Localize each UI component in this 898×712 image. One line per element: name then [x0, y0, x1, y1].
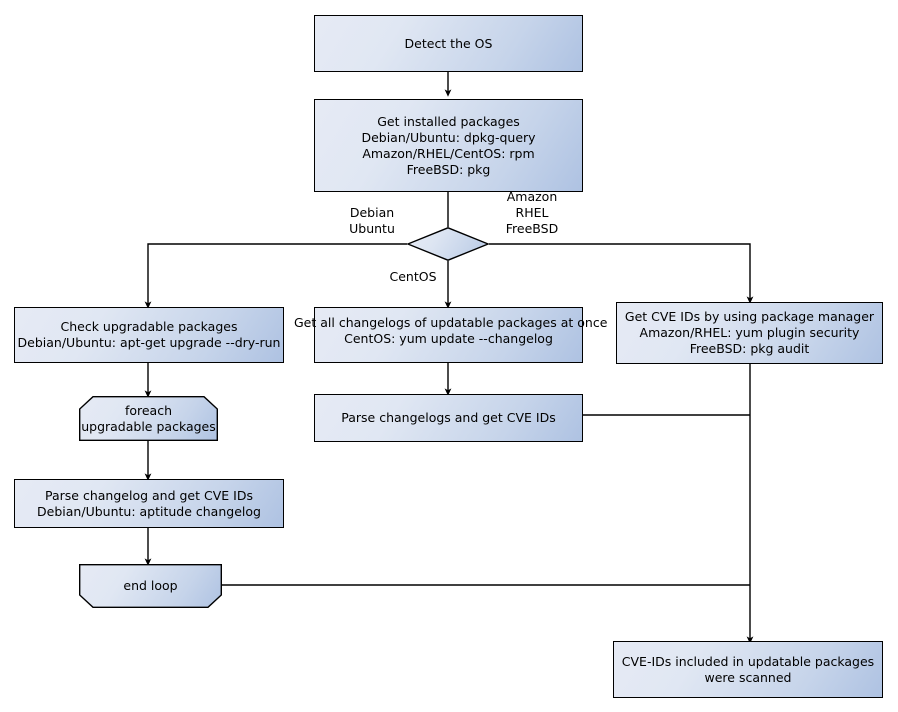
node-get-installed-packages[interactable]: Get installed packages Debian/Ubuntu: dp… — [314, 99, 583, 192]
node-get-all-changelogs-text: Get all changelogs of updatable packages… — [294, 315, 608, 347]
edge-decision-left — [144, 243, 407, 309]
node-cve-ids-scanned-line2: were scanned — [704, 669, 792, 685]
node-detect-os-label: Detect the OS — [404, 35, 493, 51]
edge-decision-right — [489, 243, 754, 304]
label-ubuntu: Ubuntu — [349, 221, 395, 236]
node-parse-changelog-get-cve-ids[interactable]: Parse changelog and get CVE IDs Debian/U… — [14, 479, 284, 528]
node-get-all-changelogs-line2: CentOS: yum update --changelog — [344, 331, 553, 346]
label-centos-text: CentOS — [389, 269, 437, 284]
node-cve-ids-scanned-line1: CVE-IDs included in updatable packages — [621, 653, 875, 669]
node-get-cve-ids-package-manager[interactable]: Get CVE IDs by using package manager Ama… — [616, 302, 883, 364]
label-amazon: Amazon — [506, 189, 558, 204]
node-parse-changelogs-label: Parse changelogs and get CVE IDs — [341, 410, 556, 425]
node-get-installed-packages-line1: Get installed packages — [377, 113, 520, 129]
label-freebsd: FreeBSD — [505, 221, 559, 236]
node-parse-changelog-line1: Parse changelog and get CVE IDs — [45, 487, 253, 503]
node-cve-ids-scanned[interactable]: CVE-IDs included in updatable packages w… — [613, 641, 883, 698]
node-parse-changelog-line2: Debian/Ubuntu: aptitude changelog — [37, 503, 261, 519]
node-foreach-line2: upgradable packages — [81, 418, 216, 434]
node-check-upgradable-line1: Check upgradable packages — [60, 319, 238, 334]
label-centos: CentOS — [386, 269, 440, 285]
node-os-decision[interactable] — [407, 227, 489, 261]
node-parse-changelogs-get-cve-ids[interactable]: Parse changelogs and get CVE IDs — [314, 394, 583, 442]
node-check-upgradable-packages[interactable]: Check upgradable packages Debian/Ubuntu:… — [14, 307, 284, 363]
decision-diamond-outline — [407, 227, 489, 261]
node-detect-os[interactable]: Detect the OS — [314, 15, 583, 72]
node-get-cve-ids-line3: FreeBSD: pkg audit — [689, 341, 810, 356]
label-debian-ubuntu: Debian Ubuntu — [340, 205, 404, 237]
node-end-loop[interactable]: end loop — [79, 564, 222, 608]
node-get-all-changelogs-line1: Get all changelogs of updatable packages… — [294, 315, 608, 330]
node-get-cve-ids-line1: Get CVE IDs by using package manager — [624, 309, 875, 324]
node-get-installed-packages-line3: Amazon/RHEL/CentOS: rpm — [362, 145, 535, 161]
label-rhel: RHEL — [515, 205, 549, 220]
node-get-cve-ids-line2: Amazon/RHEL: yum plugin security — [639, 325, 860, 340]
node-end-loop-label: end loop — [123, 578, 178, 593]
node-get-installed-packages-line2: Debian/Ubuntu: dpkg-query — [361, 129, 536, 145]
node-foreach-upgradable-packages[interactable]: foreach upgradable packages — [79, 396, 218, 441]
label-debian: Debian — [349, 205, 395, 220]
node-get-installed-packages-line4: FreeBSD: pkg — [406, 161, 491, 177]
node-check-upgradable-line2: Debian/Ubuntu: apt-get upgrade --dry-run — [17, 335, 281, 350]
node-foreach-line1: foreach — [124, 402, 173, 418]
label-amazon-rhel-freebsd: Amazon RHEL FreeBSD — [494, 189, 570, 237]
